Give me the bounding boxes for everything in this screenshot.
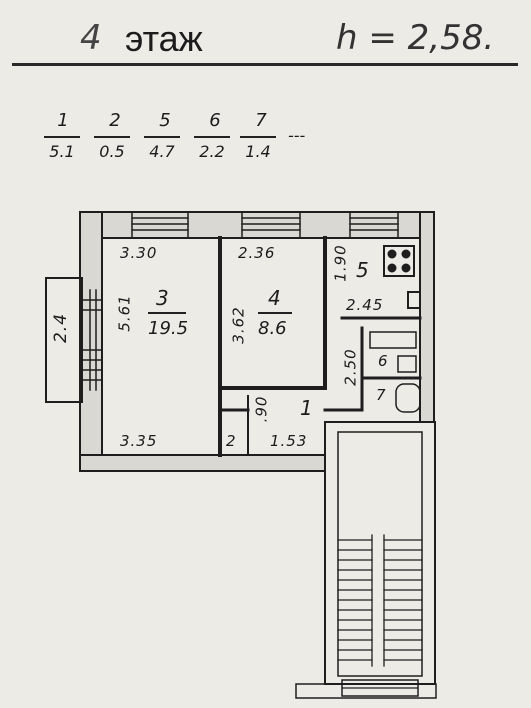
building-edge: [295, 683, 437, 699]
legend-divider: [194, 136, 230, 138]
legend-area: 1.4: [245, 142, 271, 161]
outer-wall-left: [79, 211, 103, 471]
legend-divider: [240, 136, 276, 138]
legend-room: 5: [159, 110, 171, 131]
legend-room: 2: [109, 110, 121, 131]
room6-number: 6: [378, 352, 389, 370]
legend-divider: [94, 136, 130, 138]
washbasin: [369, 331, 417, 349]
stairwell: [324, 421, 436, 685]
legend-area: 0.5: [99, 142, 125, 161]
hall-dim-a: 1.53: [270, 432, 308, 450]
floor-number: 4: [80, 18, 102, 58]
shower: [397, 355, 417, 373]
room4-width: 2.36: [238, 244, 276, 262]
window-room5: [349, 211, 399, 239]
stairwell-inner: [337, 431, 423, 677]
window-room3: [131, 211, 189, 239]
stove: [383, 245, 415, 277]
room1-number: 1: [300, 396, 313, 420]
room4-number: 4: [268, 286, 281, 310]
legend-room: 6: [209, 110, 221, 131]
room3-divider: [148, 312, 186, 314]
area-legend: 1 5.1 2 0.5 5 4.7 6 2.2 7 1.4 ---: [38, 110, 338, 170]
balcony-door: [79, 289, 103, 391]
hall-dim-b: 2.50: [341, 348, 360, 386]
legend-suffix: ---: [288, 126, 306, 145]
ceiling-height: h = 2,58.: [336, 18, 495, 58]
sink: [407, 291, 421, 309]
room5-length: 1.90: [331, 244, 350, 282]
outer-wall-bottom: [79, 454, 326, 472]
legend-area: 2.2: [199, 142, 225, 161]
legend-divider: [44, 136, 80, 138]
header-underline: [12, 63, 518, 66]
room3-number: 3: [156, 286, 169, 310]
room3-area: 19.5: [148, 318, 189, 339]
room3-length: 5.61: [115, 294, 134, 332]
balcony-length: 2.4: [51, 312, 72, 344]
legend-area: 5.1: [49, 142, 75, 161]
outer-wall-right: [419, 211, 435, 423]
window-room4: [241, 211, 301, 239]
legend-room: 1: [57, 110, 69, 131]
legend-room: 7: [255, 110, 267, 131]
room5-number: 5: [356, 258, 369, 282]
balcony: [45, 277, 83, 403]
stair-steps: [337, 534, 423, 667]
room4-divider: [258, 312, 292, 314]
room3-width-top: 3.30: [120, 244, 158, 262]
room7-number: 7: [376, 386, 387, 404]
room2-number: 2: [226, 432, 237, 450]
hall-dim-c: .90: [252, 395, 271, 423]
legend-divider: [144, 136, 180, 138]
room5-width: 2.45: [346, 296, 384, 314]
room4-length: 3.62: [229, 306, 248, 344]
bathtub: [395, 383, 421, 413]
floor-word: этаж: [125, 18, 203, 59]
legend-area: 4.7: [149, 142, 175, 161]
room4-area: 8.6: [258, 318, 287, 339]
room3-width-bottom: 3.35: [120, 432, 158, 450]
